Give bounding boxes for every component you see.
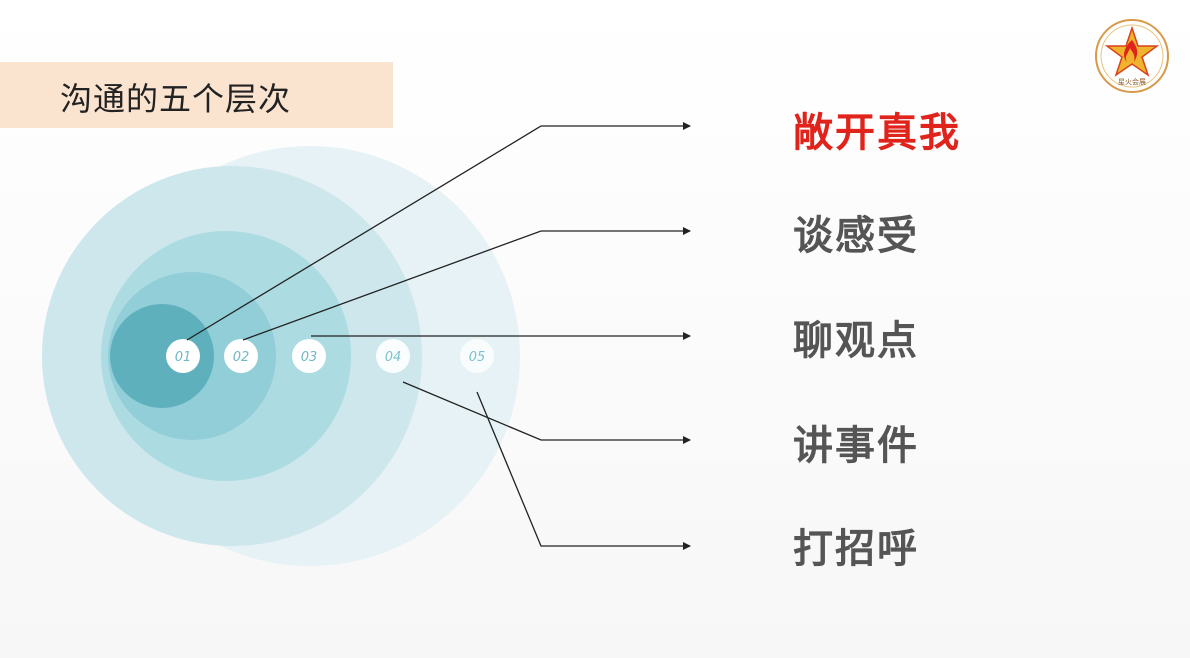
level-badge-02 bbox=[224, 339, 258, 373]
level-number-01: 01 bbox=[175, 350, 192, 365]
connector-04 bbox=[402, 381, 691, 444]
level-label-05: 打招呼 bbox=[793, 526, 919, 572]
ring-01 bbox=[110, 304, 214, 408]
level-number-03: 03 bbox=[301, 350, 318, 365]
star-icon bbox=[1104, 25, 1160, 77]
slide-title: 沟通的五个层次 bbox=[60, 80, 292, 118]
flame-icon bbox=[1124, 40, 1138, 62]
title-band bbox=[0, 62, 393, 128]
connector-02 bbox=[242, 227, 691, 341]
level-label-02: 谈感受 bbox=[793, 213, 919, 259]
level-badge-04 bbox=[376, 339, 410, 373]
level-label-03: 聊观点 bbox=[793, 318, 919, 364]
level-badge-01 bbox=[166, 339, 200, 373]
level-number-02: 02 bbox=[233, 350, 250, 365]
connector-01 bbox=[186, 122, 691, 341]
connector-05 bbox=[476, 391, 691, 550]
level-badge-05 bbox=[460, 339, 494, 373]
level-number-04: 04 bbox=[385, 350, 402, 365]
level-label-01: 敞开真我 bbox=[793, 110, 961, 156]
level-label-04: 讲事件 bbox=[793, 423, 919, 469]
level-badge-03 bbox=[292, 339, 326, 373]
level-number-05: 05 bbox=[469, 350, 486, 365]
logo-text: 星火会展 bbox=[1118, 77, 1146, 86]
brand-logo: 星火会展 bbox=[1095, 19, 1169, 93]
